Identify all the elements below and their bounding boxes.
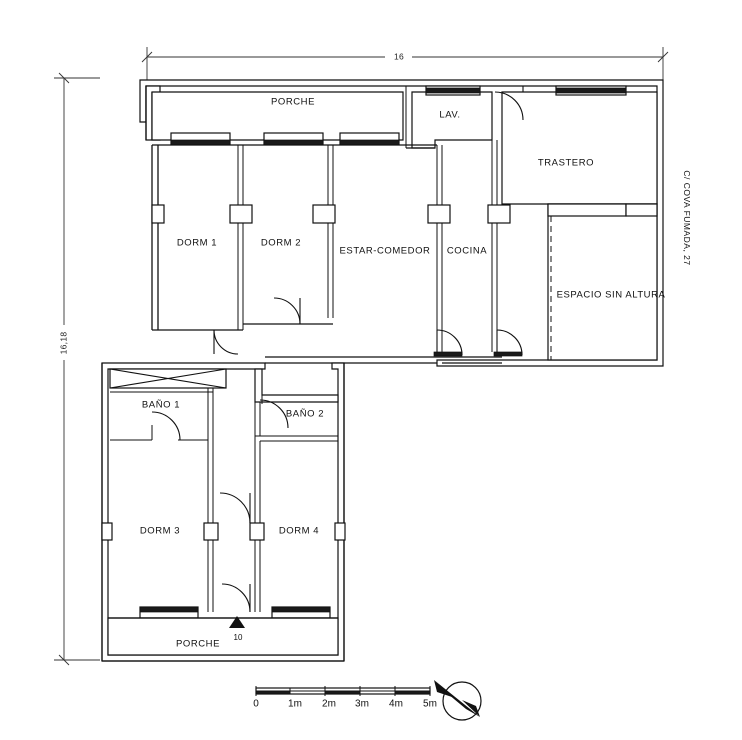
stair-void-marker [109, 368, 227, 389]
dimension-top-label: 16 [394, 51, 404, 61]
scale-tick-2m: 2m [322, 698, 336, 709]
room-label-porche-bottom: PORCHE [176, 639, 220, 650]
room-label-cocina: COCINA [447, 246, 487, 257]
bano-2-room [254, 368, 339, 442]
room-label-lav: LAV. [439, 110, 460, 121]
scale-tick-0: 0 [253, 698, 259, 709]
room-label-espacio-sin-altura: ESPACIO SIN ALTURA [557, 290, 666, 301]
dimension-left [54, 72, 100, 666]
dimension-top [141, 47, 669, 80]
dimension-left-label: 16,18 [58, 332, 68, 355]
room-label-dorm-2: DORM 2 [261, 238, 301, 249]
espacio-sin-altura-area [547, 203, 658, 361]
room-label-dorm-1: DORM 1 [177, 238, 217, 249]
scale-tick-5m: 5m [423, 698, 437, 709]
upper-wing-partitions [151, 140, 502, 364]
bano-1-room [110, 388, 214, 612]
scale-tick-4m: 4m [389, 698, 403, 709]
lower-wing-walls [101, 362, 345, 662]
porche-top-room [151, 91, 404, 141]
street-name-label: C/ COVA FUMADA, 27 [682, 170, 692, 265]
scale-tick-3m: 3m [355, 698, 369, 709]
porche-bottom-room [107, 617, 339, 656]
entrance-marker-label: 10 [234, 633, 243, 642]
room-label-trastero: TRASTERO [538, 158, 594, 169]
entrance-marker [228, 616, 248, 644]
window-openings-porche-top [170, 132, 400, 146]
scale-tick-1m: 1m [288, 698, 302, 709]
room-label-porche-top: PORCHE [271, 97, 315, 108]
door-swings-lower [219, 492, 251, 613]
door-jambs-lower [101, 522, 346, 541]
room-label-bano-2: BAÑO 2 [286, 409, 324, 420]
room-label-bano-1: BAÑO 1 [142, 400, 180, 411]
window-openings-lower [139, 606, 331, 619]
lav-room [405, 85, 493, 149]
room-label-estar-comedor: ESTAR-COMEDOR [340, 246, 431, 257]
room-label-dorm-3: DORM 3 [140, 526, 180, 537]
door-jambs-upper [151, 204, 511, 224]
trastero-room [494, 85, 658, 205]
room-label-dorm-4: DORM 4 [279, 526, 319, 537]
scale-bar [255, 686, 431, 696]
door-swings-upper [213, 297, 523, 357]
north-arrow-icon [434, 680, 482, 721]
